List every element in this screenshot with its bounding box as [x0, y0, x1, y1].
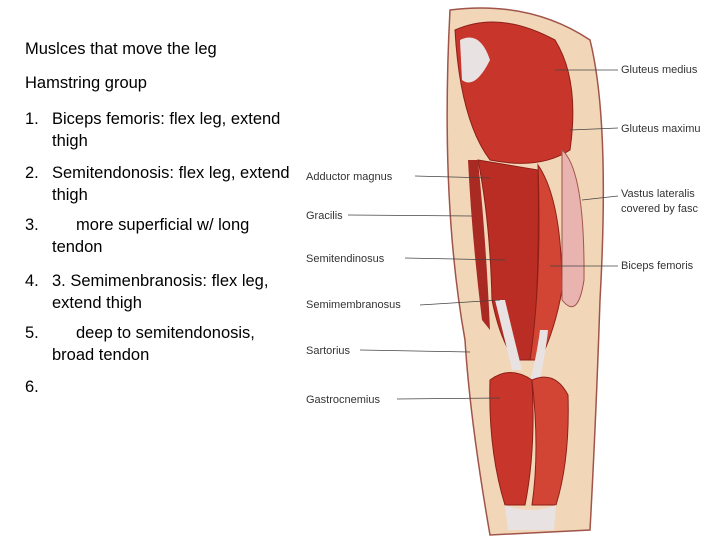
gracilis-muscle	[468, 160, 490, 330]
label-semitendinosus: Semitendinosus	[306, 253, 385, 265]
label-fascia: covered by fasc	[621, 203, 699, 215]
biceps-femoris-muscle	[529, 163, 563, 361]
slide-title: Muslces that move the leg	[25, 40, 217, 58]
list-number: 4.	[25, 272, 39, 290]
vastus-lateralis-muscle	[561, 148, 585, 308]
list-text: Biceps femoris: flex leg, extend thigh	[52, 110, 281, 150]
tendon	[495, 300, 522, 370]
list-number: 6.	[25, 378, 39, 396]
list-text: 3. Semimenbranosis: flex leg, extend thi…	[52, 272, 269, 312]
list-number: 2.	[25, 164, 39, 182]
tendon	[530, 330, 548, 380]
leader-lines-right	[550, 69, 619, 267]
label-adductor-magnus: Adductor magnus	[306, 171, 393, 183]
list-text: more superficial w/ long tendon	[52, 216, 250, 256]
list-text: Semitendonosis: flex leg, extend thigh	[52, 164, 290, 204]
label-gastrocnemius: Gastrocnemius	[306, 394, 380, 406]
label-vastus-lateralis: Vastus lateralis	[621, 188, 695, 200]
label-biceps-femoris: Biceps femoris	[621, 260, 694, 272]
label-sartorius: Sartorius	[306, 345, 351, 357]
list-number: 1.	[25, 110, 39, 128]
gluteus-fascia	[460, 37, 490, 83]
list-number: 5.	[25, 324, 39, 342]
label-gracilis: Gracilis	[306, 210, 343, 222]
list-text: deep to semitendonosis, broad tendon	[52, 324, 255, 364]
label-gluteus-medius: Gluteus medius	[621, 64, 698, 76]
leg-muscle-illustration: Adductor magnus Gracilis Semitendinosus …	[306, 7, 700, 536]
list-number: 3.	[25, 216, 39, 234]
leader-lines-left	[347, 175, 506, 400]
slide-subtitle: Hamstring group	[25, 74, 147, 92]
achilles-tendon	[505, 505, 556, 530]
gastrocnemius-muscle	[531, 376, 569, 506]
gastrocnemius-muscle	[489, 372, 534, 506]
label-gluteus-maximus: Gluteus maximu	[621, 123, 700, 135]
label-semimembranosus: Semimembranosus	[306, 299, 401, 311]
